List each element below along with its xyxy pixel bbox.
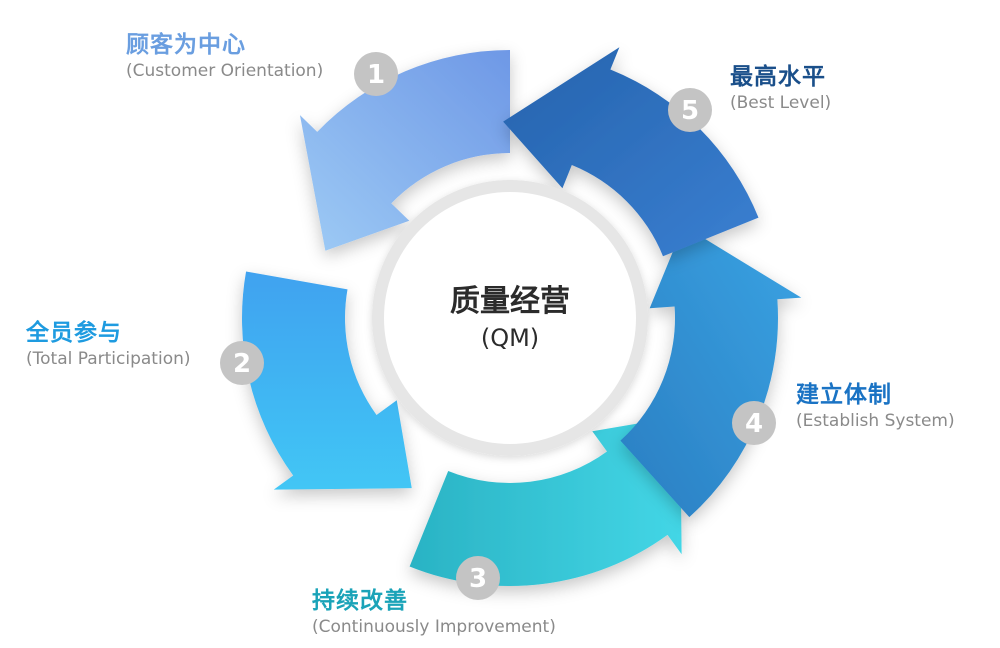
- center-title: 质量经营 (QM): [410, 282, 610, 354]
- step-3-number: 3: [469, 564, 487, 594]
- step-2-badge: [220, 341, 264, 385]
- step-2-label: 全员参与 (Total Participation): [26, 318, 191, 370]
- step-1-number: 1: [367, 60, 385, 90]
- step-5-label: 最高水平 (Best Level): [730, 62, 831, 114]
- step-1-subtitle: (Customer Orientation): [126, 61, 324, 81]
- step-3-badge: [456, 556, 500, 600]
- center-title-text: 质量经营: [450, 284, 570, 319]
- arrow-1-customer-orientation: [299, 50, 510, 251]
- step-3-label: 持续改善 (Continuously Improvement): [312, 586, 556, 638]
- center-subtitle-text: (QM): [480, 324, 540, 352]
- step-4-badge: [732, 401, 776, 445]
- step-4-label: 建立体制 (Establish System): [796, 380, 955, 432]
- step-2-title: 全员参与: [26, 320, 122, 346]
- step-1-label: 顾客为中心 (Customer Orientation): [126, 30, 323, 82]
- step-4-number: 4: [745, 409, 763, 439]
- step-badges: 1 2 3 4 5: [220, 52, 776, 600]
- step-5-subtitle: (Best Level): [730, 93, 832, 113]
- step-5-badge: [668, 88, 712, 132]
- step-2-number: 2: [233, 349, 251, 379]
- arrow-3-continuous-improvement: [409, 416, 682, 586]
- step-4-title: 建立体制: [796, 382, 892, 408]
- step-5-title: 最高水平: [730, 64, 826, 90]
- step-2-subtitle: (Total Participation): [26, 349, 191, 369]
- step-1-badge: [354, 52, 398, 96]
- arrow-segments: [241, 47, 802, 586]
- step-5-number: 5: [681, 96, 699, 126]
- step-4-subtitle: (Establish System): [796, 411, 955, 431]
- arrow-2-total-participation: [241, 271, 412, 490]
- step-3-title: 持续改善: [312, 588, 408, 614]
- step-3-subtitle: (Continuously Improvement): [312, 617, 556, 637]
- center-ring: [372, 180, 648, 456]
- step-1-title: 顾客为中心: [126, 32, 246, 58]
- arrow-4-establish-system: [620, 225, 802, 518]
- arrow-5-best-level: [503, 47, 759, 257]
